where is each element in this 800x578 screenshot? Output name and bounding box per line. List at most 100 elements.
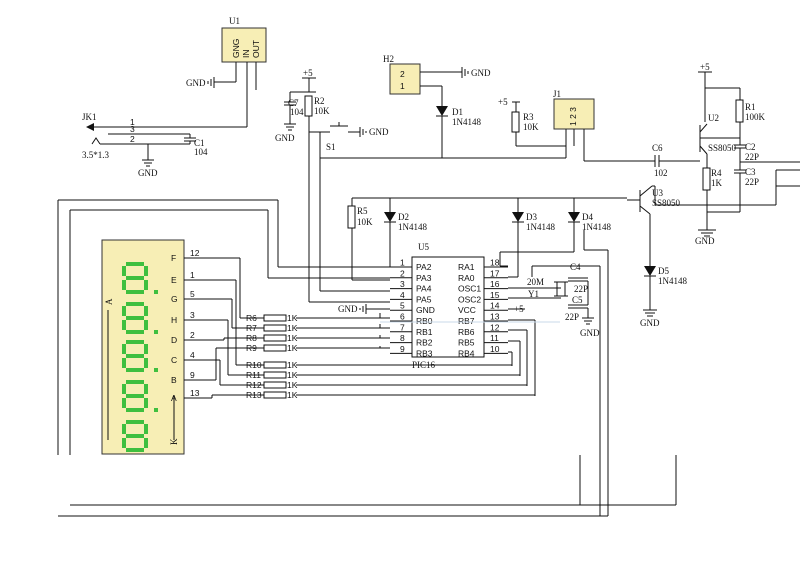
- h2-gnd-label: GND: [471, 68, 491, 78]
- u5-right-pin-name: RB5: [458, 338, 475, 348]
- display-segment: [126, 302, 144, 306]
- resistor-body: [263, 324, 287, 332]
- display-side-label: A: [104, 298, 114, 305]
- display-segment: [144, 344, 148, 354]
- resistor-body: [263, 344, 287, 352]
- c6-value: 102: [654, 168, 668, 178]
- u5-vcc-label: +5: [514, 304, 524, 314]
- s1-ref: S1: [326, 142, 336, 152]
- r2-value: 10K: [314, 106, 330, 116]
- u3-ref: U3: [652, 188, 663, 198]
- display-segment: [122, 306, 126, 316]
- u5-left-pin-name: RB1: [416, 327, 433, 337]
- c2-value: 22P: [745, 152, 759, 162]
- j1-ref: J1: [553, 89, 561, 99]
- display-pin-number: 13: [190, 388, 200, 398]
- display-segment: [126, 316, 144, 320]
- display-segment: [144, 384, 148, 394]
- d2-ref: D2: [398, 212, 409, 222]
- c7-value: 104: [290, 107, 304, 117]
- u5-right-pin-num: 16: [490, 279, 500, 289]
- display-segment: [122, 398, 126, 408]
- display-segment: [144, 424, 148, 434]
- resistor-body: [263, 391, 287, 399]
- u5-ref: U5: [418, 242, 429, 252]
- u5-left-pin-num: 8: [400, 333, 405, 343]
- display-segment: [126, 420, 144, 424]
- display-segment: [126, 276, 144, 280]
- display-segment-label: B: [171, 375, 177, 385]
- j1-connector: +5 R3 10K J1 1 2 3: [498, 89, 655, 162]
- reset-network: +5 C7 104 GND R2 10K GND S1: [275, 68, 389, 302]
- u1-regulator: U1 GNG IN OUT GND: [186, 16, 267, 127]
- h2-header: H2 2 1 GND D1 1N4148: [320, 54, 566, 159]
- q-gnd-label: GND: [695, 236, 715, 246]
- display-dot: [154, 368, 158, 372]
- display-segment-label: D: [171, 335, 177, 345]
- display-pin-number: 1: [190, 270, 195, 280]
- u5-gnd-label: GND: [338, 304, 358, 314]
- display-segment: [144, 280, 148, 290]
- u5-left-pin-num: 7: [400, 322, 405, 332]
- resistor-body: [263, 381, 287, 389]
- u5-left-pin-name: PA5: [416, 294, 432, 304]
- u1-pin-gng: GNG: [231, 39, 241, 58]
- u5-left-pin-num: 4: [400, 290, 405, 300]
- d5-value: 1N4148: [658, 276, 687, 286]
- d2-value: 1N4148: [398, 222, 427, 232]
- resistor-value: 1K: [287, 390, 298, 400]
- display-segment: [126, 380, 144, 384]
- resistor-value: 1K: [287, 360, 298, 370]
- u5-right-pin-name: OSC1: [458, 284, 481, 294]
- display-bottom-label: K: [169, 438, 179, 445]
- display-segment: [126, 340, 144, 344]
- u5-right-pin-num: 17: [490, 268, 500, 278]
- display-segment: [122, 384, 126, 394]
- c3-value: 22P: [745, 177, 759, 187]
- u5-right-pin-num: 13: [490, 312, 500, 322]
- u5-left-pin-num: 1: [400, 258, 405, 268]
- u5-left-pin-name: PA2: [416, 262, 432, 272]
- display-segment: [126, 290, 144, 294]
- resistor-value: 1K: [287, 313, 298, 323]
- crystal-ref: Y1: [528, 289, 539, 299]
- c1-ref: C1: [194, 138, 205, 148]
- u5-left-pin-name: RB2: [416, 338, 433, 348]
- u1-gnd-label: GND: [186, 78, 206, 88]
- jk1-value: 3.5*1.3: [82, 150, 110, 160]
- display-segment: [122, 320, 126, 330]
- c6-ref: C6: [652, 143, 663, 153]
- display-segment: [144, 438, 148, 448]
- display-pin-number: 3: [190, 310, 195, 320]
- display-segment-label: A: [171, 393, 177, 403]
- jk1-ref: JK1: [82, 112, 97, 122]
- crystal-value: 20M: [527, 277, 544, 287]
- display-segment: [122, 280, 126, 290]
- d3-value: 1N4148: [526, 222, 555, 232]
- u2-amplifier: C6 102 +5 U2 SS8050 R1 100K C2 22P C3 22…: [652, 62, 800, 246]
- display-segment: [122, 438, 126, 448]
- resistor-body: [263, 334, 287, 342]
- display-pin-number: 2: [190, 330, 195, 340]
- display-segment-label: C: [171, 355, 177, 365]
- c5-gnd-label: GND: [580, 328, 600, 338]
- u2-ref: U2: [708, 113, 719, 123]
- display-segment: [144, 358, 148, 368]
- display-segment-label: H: [171, 315, 177, 325]
- u5-right-pin-name: RA1: [458, 262, 475, 272]
- u5-right-pin-num: 15: [490, 290, 500, 300]
- u5-right-pin-name: RB6: [458, 327, 475, 337]
- crystal-circuit: 20M Y1 C4 22P C5 22P GND: [508, 262, 600, 338]
- u5-right-pin-name: VCC: [458, 305, 476, 315]
- display-segment: [126, 354, 144, 358]
- display-segment: [126, 368, 144, 372]
- jk1-pin-1: 1: [130, 117, 135, 127]
- r3-ref: R3: [523, 112, 534, 122]
- resistor-value: 1K: [287, 380, 298, 390]
- display-segment: [126, 434, 144, 438]
- resistor-value: 1K: [287, 370, 298, 380]
- u5-left-pin-name: PA3: [416, 273, 432, 283]
- u3-value: SS8050: [652, 198, 681, 208]
- vcc-top-label: +5: [303, 68, 313, 78]
